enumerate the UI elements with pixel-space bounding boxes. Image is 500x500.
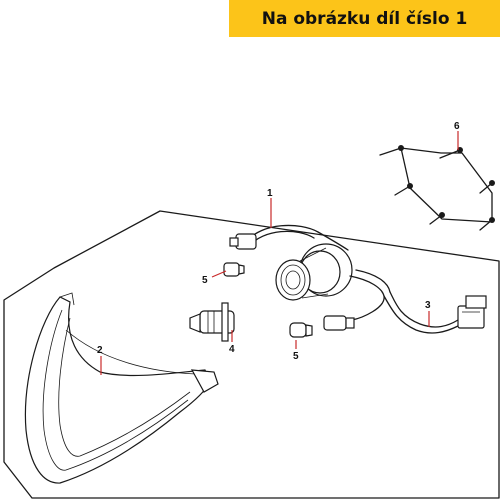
part-number-banner: Na obrázku díl číslo 1 — [229, 0, 500, 37]
small-bulb-lower — [289, 322, 313, 338]
screw — [379, 145, 404, 156]
callout-6: 6 — [454, 121, 460, 132]
assembly-outline — [3, 210, 500, 499]
screw — [479, 217, 495, 231]
callout-4: 4 — [229, 344, 235, 355]
wiring-harness — [229, 224, 487, 334]
callout-5-lower: 5 — [293, 351, 299, 362]
banner-text: Na obrázku díl číslo 1 — [261, 8, 468, 29]
leader-5a — [211, 270, 227, 278]
bulb-socket — [275, 243, 353, 301]
screw — [394, 183, 413, 196]
callout-2: 2 — [97, 345, 103, 356]
headlight-housing — [24, 292, 219, 484]
callout-5-upper: 5 — [202, 275, 208, 286]
screw-set — [379, 145, 495, 231]
main-bulb — [189, 302, 235, 342]
screw — [479, 180, 495, 194]
screw — [429, 212, 445, 225]
callout-3: 3 — [425, 300, 431, 311]
callout-1: 1 — [267, 188, 273, 199]
small-bulb-upper — [223, 262, 245, 277]
